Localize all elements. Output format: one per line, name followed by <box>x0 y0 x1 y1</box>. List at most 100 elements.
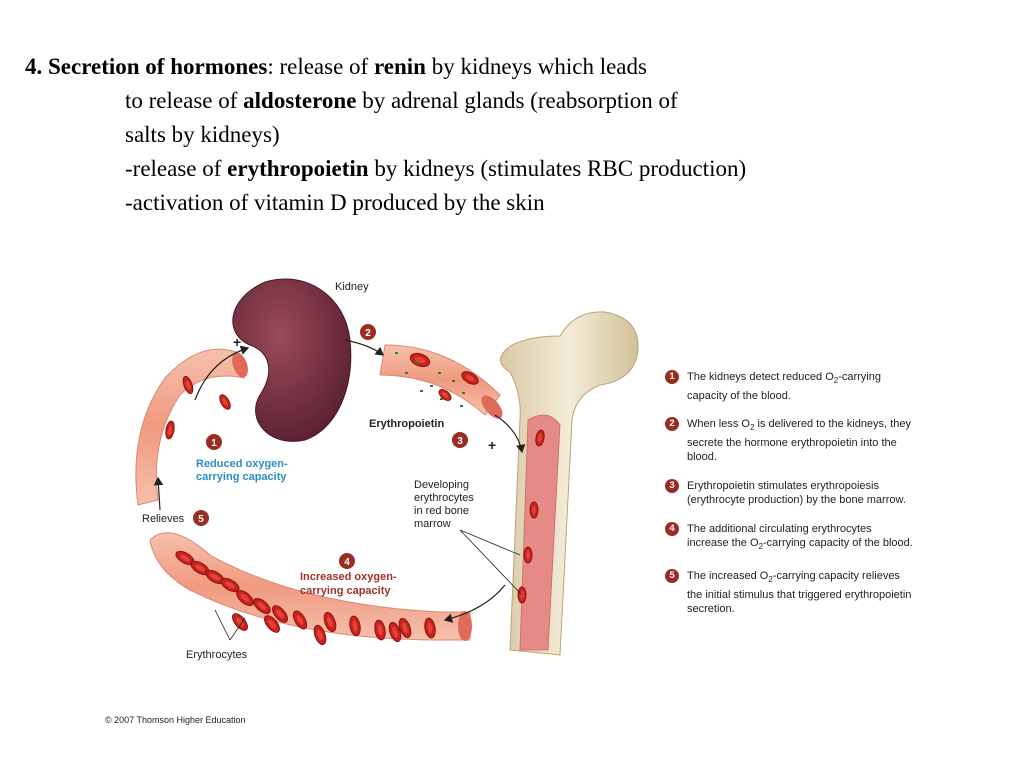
label-erythrocytes: Erythrocytes <box>186 649 248 661</box>
arrow-bone-to-vessel <box>443 584 506 623</box>
label-developing-1: Developing <box>414 479 469 491</box>
step-number-badge: 4 <box>665 521 679 536</box>
red-blood-cell-center <box>180 554 190 562</box>
steps-list: 1 The kidneys detect reduced O2-carrying … <box>665 370 915 631</box>
text-line-5: -activation of vitamin D produced by the… <box>125 190 545 215</box>
vessel-right-opening <box>481 395 503 419</box>
red-blood-cell-center <box>377 624 383 636</box>
step-number-badge: 5 <box>665 569 679 584</box>
copyright: © 2007 Thomson Higher Education <box>105 715 246 725</box>
red-blood-cell-center <box>465 374 475 382</box>
erythropoietin-dot <box>452 380 455 382</box>
erythropoietin-dot <box>395 352 398 354</box>
erythropoietin-dot <box>405 372 408 374</box>
arrow-relieves <box>153 476 164 511</box>
red-blood-cell-center <box>225 581 235 589</box>
red-blood-cell-center <box>532 505 536 515</box>
text-line-1: 4. Secretion of hormones: release of ren… <box>25 50 1005 84</box>
erythropoietin-dot <box>430 385 433 387</box>
red-blood-cell-center <box>222 398 228 406</box>
badge-2: 2 <box>360 324 376 340</box>
step-item: 4 The additional circulating erythrocytes… <box>665 521 915 555</box>
badge-3-num: 3 <box>457 436 463 447</box>
text-line-4: -release of erythropoietin by kidneys (s… <box>25 152 1005 186</box>
erythropoietin-dot <box>460 405 463 407</box>
erythropoietin-dot <box>420 390 423 392</box>
term-erythropoietin: erythropoietin <box>227 156 369 181</box>
step-number-badge: 3 <box>665 478 679 493</box>
label-increased-2: carrying capacity <box>300 585 391 597</box>
badge-5-num: 5 <box>198 514 204 525</box>
step-text: The increased O2-carrying capacity relie… <box>687 570 912 616</box>
arrow-vessel-to-kidney <box>194 345 250 401</box>
red-blood-cell-center <box>392 626 398 638</box>
step-number-badge: 2 <box>665 417 679 432</box>
erythropoietin-dot <box>438 372 441 374</box>
red-blood-cell-center <box>317 629 323 641</box>
vessel-left <box>135 348 245 506</box>
step-item: 2 When less O2 is delivered to the kidney… <box>665 417 915 465</box>
step-text: Erythropoietin stimulates erythropoiesis… <box>687 479 906 507</box>
red-blood-cell-center <box>526 550 530 560</box>
red-blood-cell-center <box>538 433 542 443</box>
text-span: : release of <box>267 54 374 79</box>
text-span: by adrenal glands (reabsorption of <box>356 88 678 113</box>
term-aldosterone: aldosterone <box>243 88 357 113</box>
kidney <box>232 278 352 442</box>
text-span: -release of <box>125 156 228 181</box>
arrow-kidney-to-vessel <box>344 339 384 356</box>
bone-marrow <box>519 414 561 651</box>
slide-text-block: 4. Secretion of hormones: release of ren… <box>25 50 1005 220</box>
text-span: by kidneys (stimulates RBC production) <box>368 156 747 181</box>
arrow-vessel-to-bone <box>494 414 526 454</box>
badge-5: 5 <box>193 510 209 526</box>
label-erythropoietin: Erythropoietin <box>369 418 444 430</box>
plus-sign-2: + <box>488 437 496 453</box>
label-kidney: Kidney <box>335 281 369 293</box>
label-relieves: Relieves <box>142 513 185 525</box>
badge-1-num: 1 <box>211 438 217 449</box>
red-blood-cell-center <box>236 617 244 627</box>
bone <box>500 311 639 656</box>
badge-4-num: 4 <box>344 557 350 568</box>
red-blood-cell-center <box>352 620 358 632</box>
red-blood-cell-center <box>441 392 449 398</box>
label-reduced-1: Reduced oxygen- <box>196 458 288 470</box>
badge-2-num: 2 <box>365 328 371 339</box>
badge-3: 3 <box>452 432 468 448</box>
text-span: to release of <box>125 88 244 113</box>
step-number-badge: 1 <box>665 370 679 384</box>
vessel-bottom <box>149 532 471 641</box>
red-blood-cell-center <box>414 356 426 364</box>
vessel-bottom-opening <box>458 611 472 641</box>
step-item: 5 The increased O2-carrying capacity reli… <box>665 569 915 617</box>
red-blood-cell-center <box>427 622 433 634</box>
text-line-2: to release of aldosterone by adrenal gla… <box>25 84 1005 118</box>
red-blood-cell-center <box>276 609 284 619</box>
step-text: When less O2 is delivered to the kidneys… <box>687 418 911 464</box>
plus-sign-1: + <box>233 334 241 350</box>
red-blood-cell-center <box>402 622 408 634</box>
red-blood-cell-center <box>185 380 191 390</box>
label-increased-1: Increased oxygen- <box>300 571 397 583</box>
vessel-right <box>379 344 501 416</box>
step-text: The additional circulating erythrocytes … <box>687 522 913 552</box>
term-renin: renin <box>373 54 426 79</box>
red-blood-cell-center <box>257 602 267 610</box>
red-blood-cell-center <box>210 573 220 581</box>
step-item: 3 Erythropoietin stimulates erythropoiesi… <box>665 478 915 508</box>
heading-bold: 4. Secretion of hormones <box>25 54 268 79</box>
red-blood-cell-center <box>240 594 250 602</box>
step-text: The kidneys detect reduced O2-carrying c… <box>687 371 881 402</box>
label-developing-2: erythrocytes <box>414 492 474 504</box>
vessel-left-opening <box>232 352 248 378</box>
label-reduced-2: carrying capacity <box>196 471 287 483</box>
erythropoietin-dot <box>440 398 443 400</box>
text-span: by kidneys which leads <box>425 54 647 79</box>
red-blood-cell-center <box>327 616 333 628</box>
rbc-group <box>165 352 545 646</box>
erythropoietin-dots <box>395 352 465 407</box>
label-developing-3: in red bone <box>414 505 469 517</box>
leader-developing <box>459 529 523 596</box>
red-blood-cell-center <box>168 425 172 435</box>
